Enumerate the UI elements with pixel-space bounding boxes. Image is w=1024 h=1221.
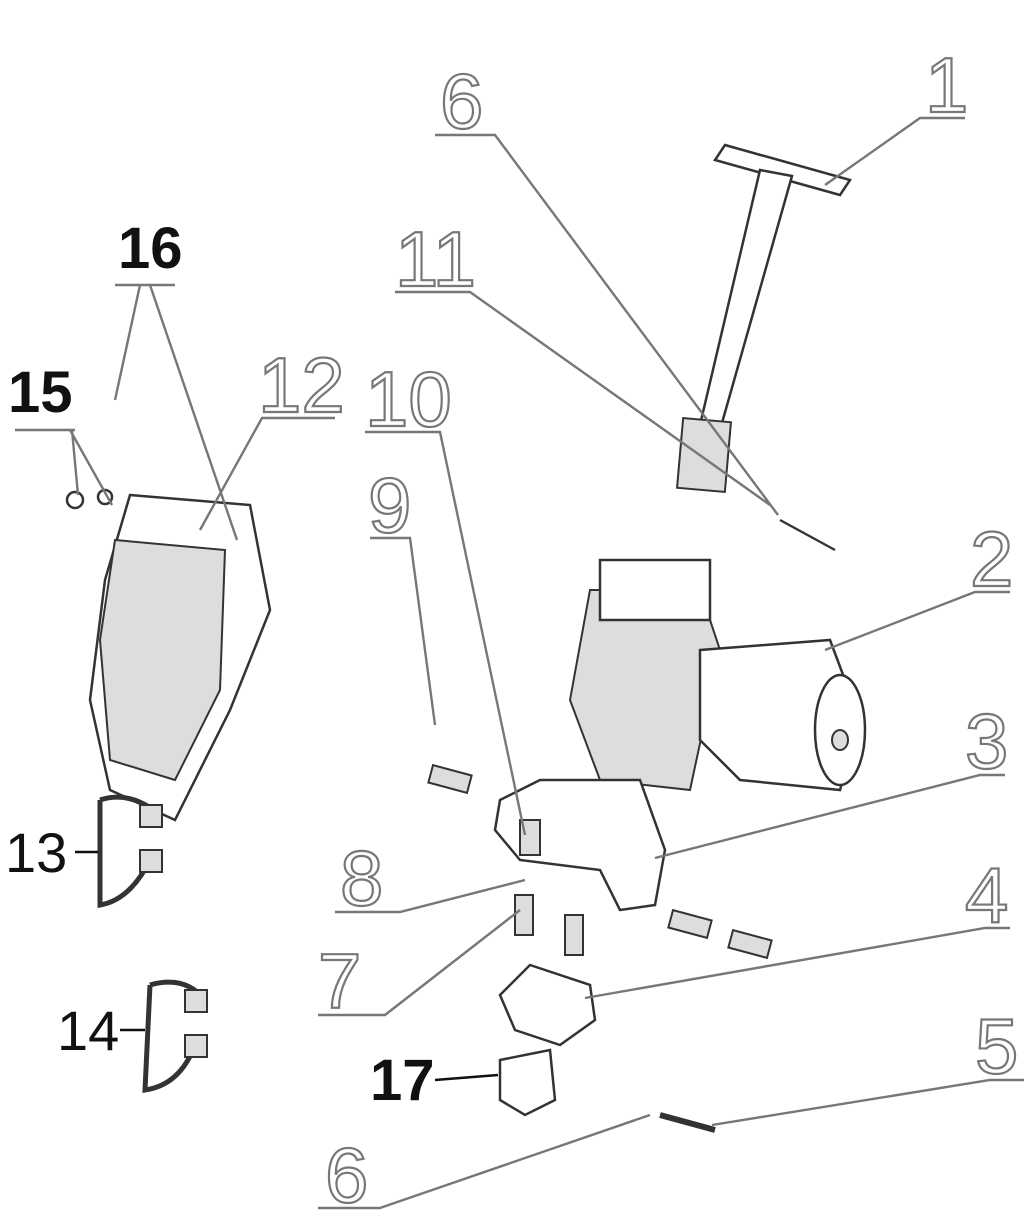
callout-7: 7 [318, 937, 361, 1025]
leader-16b [148, 284, 239, 541]
leader-7 [318, 909, 521, 1017]
callout-3: 3 [965, 697, 1008, 785]
callout-10: 10 [365, 355, 452, 443]
callout-9: 9 [368, 461, 411, 549]
leader-11 [395, 290, 771, 506]
leader-17 [434, 1073, 499, 1082]
callout-16: 16 [118, 216, 183, 281]
leader-4 [584, 926, 1010, 1000]
cable-part-14 [142, 979, 208, 1093]
bolt-part-5 [659, 1112, 716, 1133]
controller-part [65, 488, 272, 822]
callout-8: 8 [340, 834, 383, 922]
cable-part-13 [97, 794, 163, 908]
leader-6-bottom [318, 1113, 651, 1210]
callout-1: 1 [925, 41, 968, 129]
callout-6-top: 6 [440, 57, 483, 145]
leader-5 [711, 1078, 1024, 1127]
pedal-part [675, 143, 852, 552]
callout-4: 4 [965, 851, 1008, 939]
leader-9 [370, 536, 437, 726]
cover-part-4 [498, 963, 597, 1047]
callout-17: 17 [370, 1048, 435, 1113]
cover-part-17 [498, 1048, 557, 1117]
callout-13: 13 [5, 821, 67, 884]
callout-2: 2 [970, 515, 1013, 603]
leader-16a [113, 284, 142, 401]
leader-8 [335, 878, 526, 914]
callout-14: 14 [57, 999, 119, 1062]
leader-15b [68, 429, 114, 506]
callout-6-bottom: 6 [325, 1131, 368, 1219]
motor-gearbox-part [568, 558, 867, 831]
callout-12: 12 [258, 341, 345, 429]
leader-15a [70, 429, 80, 496]
callout-5: 5 [975, 1002, 1018, 1090]
bracket-part [427, 763, 773, 960]
leader-1 [824, 116, 965, 186]
callout-15: 15 [8, 360, 73, 425]
leader-3 [654, 773, 1005, 860]
callout-11: 11 [395, 215, 476, 303]
leader-2 [824, 590, 1010, 652]
leader-6-top [435, 133, 779, 516]
leader-10 [365, 430, 527, 836]
